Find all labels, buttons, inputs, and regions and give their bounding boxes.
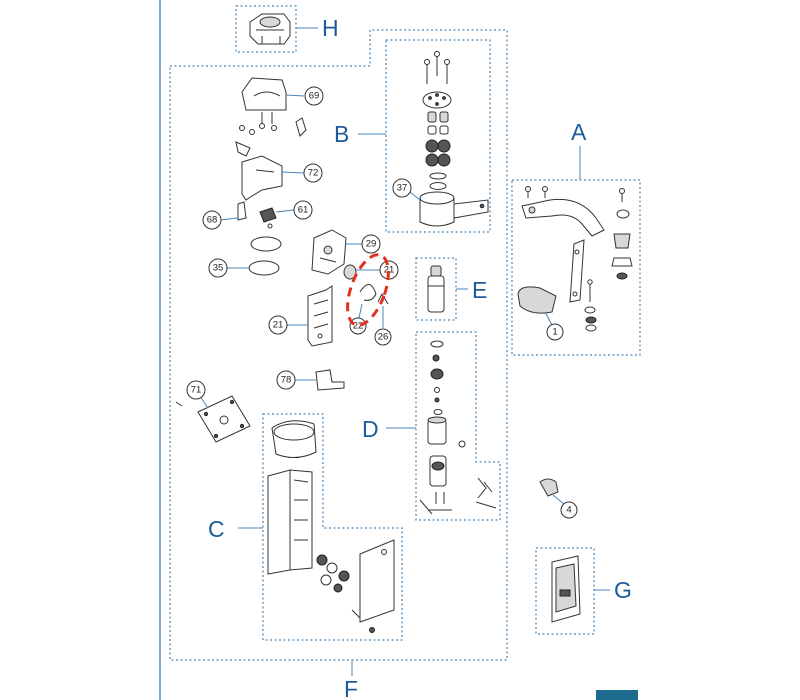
svg-text:78: 78 xyxy=(281,375,292,386)
callout-29: 29 xyxy=(361,234,381,254)
group-f-box xyxy=(169,29,508,661)
svg-text:37: 37 xyxy=(397,183,408,194)
group-c-label: C xyxy=(208,516,225,542)
part-c-small-parts xyxy=(316,554,361,619)
part-37-pump-body xyxy=(419,191,489,227)
part-21-seal xyxy=(343,264,357,280)
group-e-label: E xyxy=(472,277,487,303)
callout-78: 78 xyxy=(276,370,296,390)
part-a-right-hardware xyxy=(584,209,633,332)
group-g-box xyxy=(535,547,595,635)
group-a-label: A xyxy=(571,119,587,145)
callout-35: 35 xyxy=(208,258,228,278)
part-4-knob xyxy=(539,478,559,497)
part-78-bracket xyxy=(315,369,345,391)
group-a-box xyxy=(511,179,641,356)
part-61-sensor xyxy=(259,207,277,229)
svg-text:4: 4 xyxy=(566,505,571,516)
part-1-cover xyxy=(517,286,557,314)
part-e-cartridge xyxy=(427,265,445,313)
callout-4: 4 xyxy=(560,501,578,519)
part-72-housing-bracket xyxy=(241,155,283,201)
svg-text:1: 1 xyxy=(552,327,557,338)
part-f-screw-cluster xyxy=(235,117,307,157)
part-c-back-plate xyxy=(359,539,395,633)
group-b-box xyxy=(385,39,491,233)
callout-21-lower: 21 xyxy=(268,315,288,335)
svg-text:22: 22 xyxy=(353,321,364,332)
part-b-valve-stack xyxy=(425,111,451,190)
group-b-label: B xyxy=(334,121,349,147)
group-e-box xyxy=(415,257,457,321)
group-c-box xyxy=(262,413,403,641)
callout-61: 61 xyxy=(293,200,313,220)
group-f-label: F xyxy=(344,676,358,700)
corner-tab xyxy=(596,690,638,700)
group-d-box xyxy=(415,331,501,521)
highlight-ring xyxy=(346,253,390,327)
part-f-o-rings xyxy=(248,236,282,276)
part-71-mount-plate xyxy=(175,395,251,443)
part-d-valve-components xyxy=(427,340,466,487)
part-d-brackets xyxy=(419,477,497,515)
svg-text:69: 69 xyxy=(309,91,320,102)
svg-text:35: 35 xyxy=(213,263,224,274)
part-b-gasket-plate xyxy=(422,91,452,109)
svg-text:21: 21 xyxy=(273,320,284,331)
callout-69: 69 xyxy=(304,86,324,106)
callout-26: 26 xyxy=(374,328,392,346)
callout-68: 68 xyxy=(202,210,222,230)
callout-1: 1 xyxy=(546,323,564,341)
callout-71: 71 xyxy=(186,380,206,400)
part-a-arm xyxy=(521,198,605,237)
part-h-motor-housing xyxy=(249,13,291,45)
callout-37: 37 xyxy=(392,178,412,198)
callout-22: 22 xyxy=(349,317,367,335)
svg-text:21: 21 xyxy=(384,265,395,276)
svg-text:71: 71 xyxy=(191,385,202,396)
part-22-hairpin xyxy=(359,284,377,301)
part-21-gear-housing xyxy=(307,285,333,347)
part-c-cap xyxy=(271,420,317,458)
svg-text:61: 61 xyxy=(298,205,309,216)
svg-text:68: 68 xyxy=(207,215,218,226)
svg-text:26: 26 xyxy=(378,332,389,343)
part-68-clip xyxy=(237,201,247,221)
svg-text:29: 29 xyxy=(366,239,377,250)
callout-72: 72 xyxy=(303,163,323,183)
part-a-screws xyxy=(525,186,625,202)
part-29-valve-body xyxy=(311,229,347,275)
part-a-link-bar xyxy=(569,239,585,303)
part-g-control-module xyxy=(551,555,581,623)
group-g-label: G xyxy=(614,577,632,603)
group-h-box xyxy=(235,5,297,53)
part-26-spring-clip xyxy=(377,292,389,305)
group-h-label: H xyxy=(322,15,339,41)
group-d-label: D xyxy=(362,416,379,442)
part-b-screws xyxy=(424,51,450,84)
part-69-motor-cover xyxy=(241,77,287,124)
svg-text:72: 72 xyxy=(308,168,319,179)
part-c-housing-halves xyxy=(267,469,313,575)
